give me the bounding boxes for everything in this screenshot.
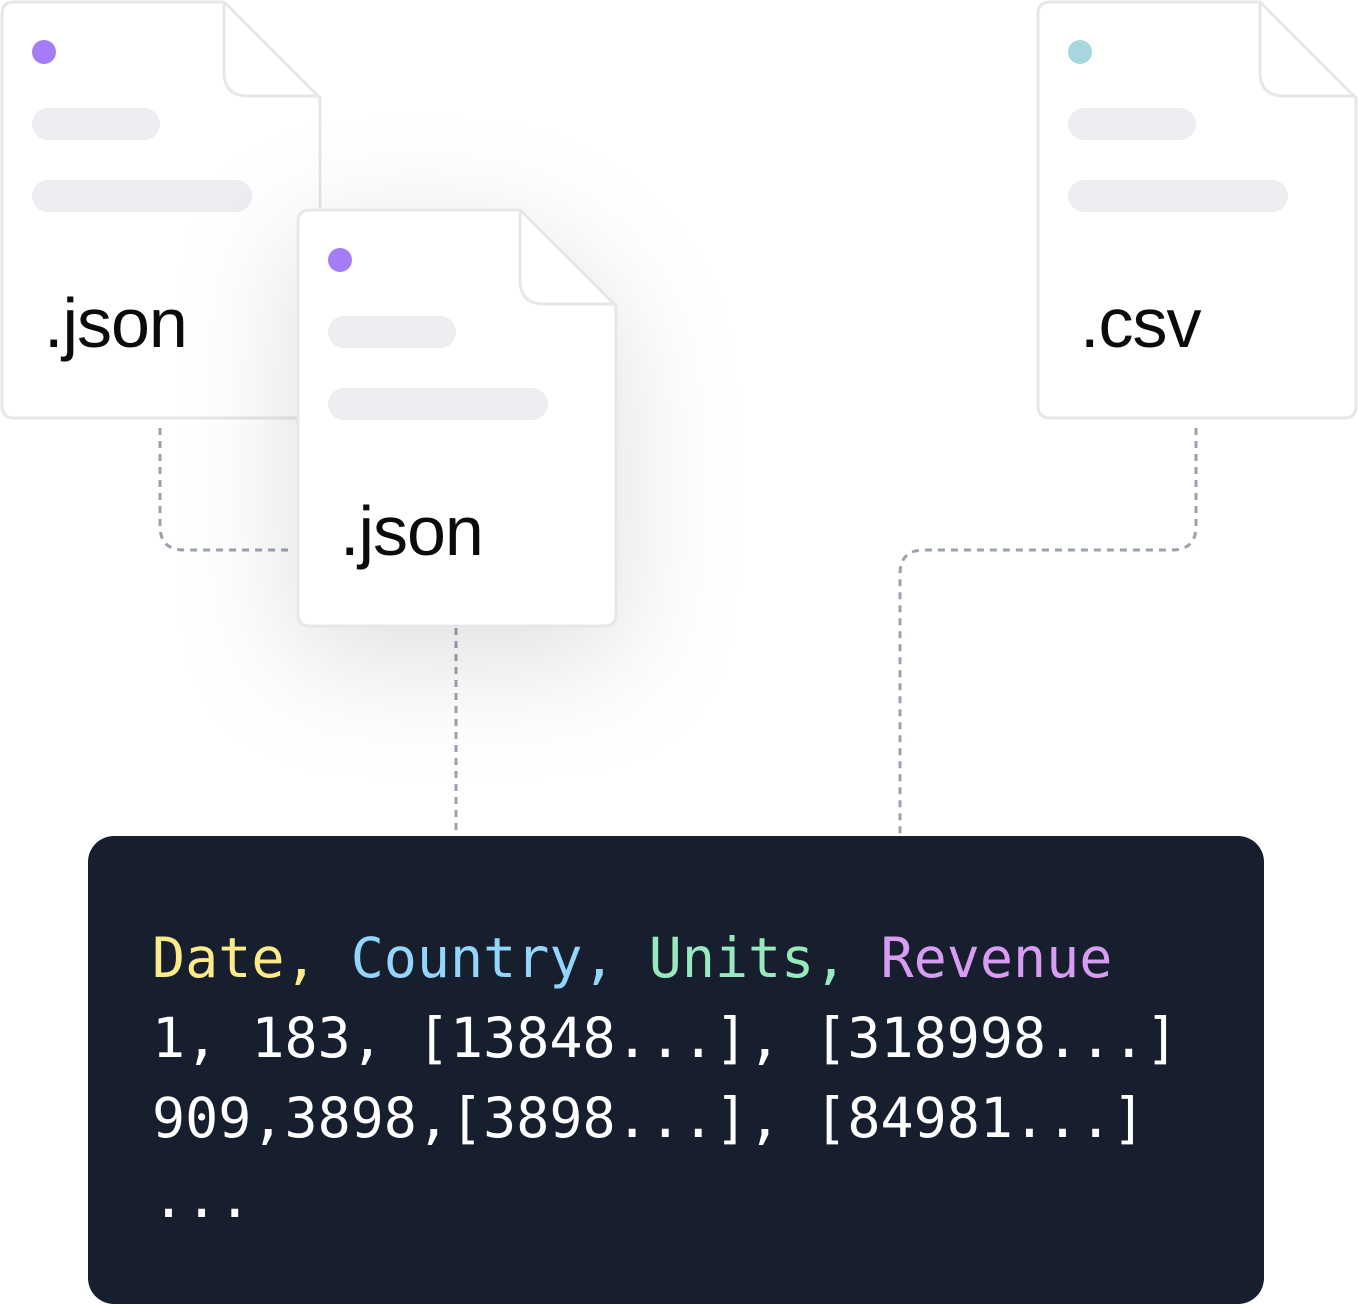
connector-json1 bbox=[158, 428, 292, 552]
file-icon bbox=[0, 0, 322, 420]
placeholder-line bbox=[328, 316, 456, 348]
placeholder-line bbox=[328, 388, 548, 420]
data-row: 1, 183, [13848...], [318998...] bbox=[152, 1006, 1179, 1070]
file-type-dot bbox=[328, 248, 352, 272]
file-type-dot bbox=[32, 40, 56, 64]
file-icon bbox=[296, 208, 618, 628]
code-block: Date, Country, Units, Revenue 1, 183, [1… bbox=[88, 836, 1264, 1304]
header-units: Units bbox=[648, 926, 815, 990]
file-icon bbox=[1036, 0, 1358, 420]
data-row: 909,3898,[3898...], [84981...] bbox=[152, 1086, 1146, 1150]
csv-file-card: .csv bbox=[1036, 0, 1358, 420]
header-date: Date bbox=[152, 926, 285, 990]
header-line: Date, Country, Units, Revenue bbox=[152, 926, 1113, 990]
placeholder-line bbox=[32, 180, 252, 212]
file-extension-label: .json bbox=[340, 492, 484, 570]
connector-csv bbox=[898, 428, 1198, 836]
header-country: Country bbox=[350, 926, 583, 990]
file-extension-label: .csv bbox=[1080, 284, 1201, 362]
placeholder-line bbox=[1068, 180, 1288, 212]
ellipsis-row: ... bbox=[152, 1166, 252, 1230]
header-revenue: Revenue bbox=[880, 926, 1113, 990]
json-file-card-2: .json bbox=[296, 208, 618, 628]
placeholder-line bbox=[1068, 108, 1196, 140]
placeholder-line bbox=[32, 108, 160, 140]
file-extension-label: .json bbox=[44, 284, 188, 362]
json-file-card-1: .json bbox=[0, 0, 322, 420]
file-type-dot bbox=[1068, 40, 1092, 64]
